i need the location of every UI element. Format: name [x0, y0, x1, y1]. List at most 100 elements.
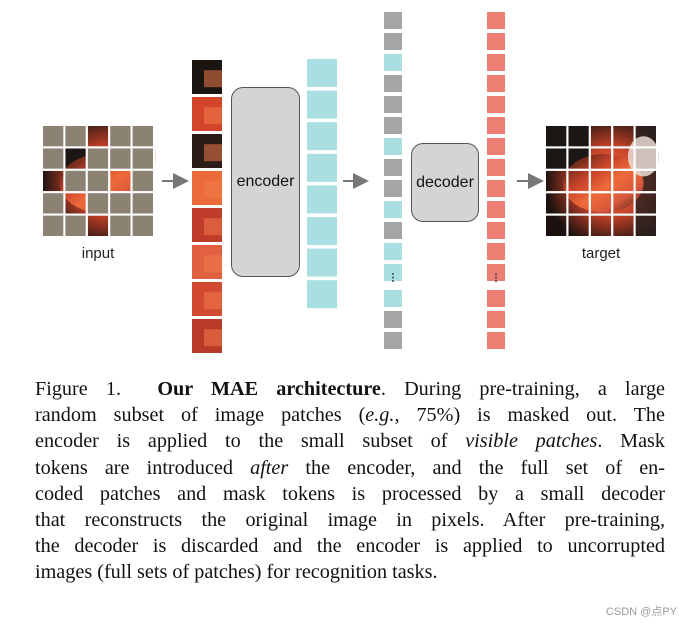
caption-line-2: random subset of image patches (e.g., 75… [35, 404, 665, 427]
encoded-token [384, 264, 402, 281]
caption-line-7: the decoder is discarded and the encoder… [35, 535, 665, 558]
decoder-token [487, 96, 505, 113]
masked-patch [131, 169, 154, 193]
mae-architecture-figure: encoder decoder input target [41, 12, 660, 353]
masked-patch [42, 147, 65, 170]
masked-patch [131, 214, 154, 237]
input-label: input [81, 245, 115, 262]
masked-patch [64, 125, 87, 148]
mask-token [384, 180, 402, 197]
encoded-token [384, 243, 402, 260]
decoder-token [487, 159, 505, 176]
encoded-token [307, 153, 337, 182]
ellipsis-dot [392, 276, 394, 279]
encoded-token [307, 59, 337, 87]
input-image-grid [41, 124, 157, 239]
mask-token [384, 117, 402, 134]
ellipsis-dot [495, 273, 497, 275]
encoded-token [307, 185, 337, 214]
decoder-token [487, 12, 505, 29]
encoded-token [384, 54, 402, 71]
mask-token [384, 12, 402, 29]
masked-patch [86, 147, 110, 170]
figure-caption: Figure 1. Our MAE architecture. During p… [35, 376, 665, 586]
mask-token [384, 75, 402, 92]
masked-patch [109, 147, 132, 170]
decoder-token [487, 33, 505, 50]
target-label: target [581, 245, 621, 262]
patch-detail [204, 107, 222, 125]
encoded-token [384, 138, 402, 155]
decoder-token [487, 222, 505, 239]
mask-token [384, 222, 402, 239]
caption-line-3: encoder is applied to the small subset o… [35, 430, 666, 453]
decoder-output-column [487, 12, 505, 349]
full-token-column [384, 12, 402, 349]
caption-figure-number: Figure 1. [35, 378, 121, 400]
caption-line-4: tokens are introduced after the encoder,… [35, 456, 666, 479]
ellipsis-dot [392, 273, 394, 275]
encoded-tokens-column [307, 59, 337, 309]
masked-patch [42, 192, 65, 215]
patch-detail [204, 292, 222, 310]
patch-detail [204, 329, 222, 347]
encoded-token [307, 280, 337, 309]
patch-detail [204, 181, 222, 199]
ellipsis-dot [392, 280, 394, 282]
encoded-token [384, 290, 402, 307]
target-image-grid [544, 124, 660, 239]
mask-token [384, 33, 402, 50]
decoder-token [487, 138, 505, 155]
decoder-token [487, 290, 505, 307]
patch-detail [204, 144, 222, 162]
encoded-token [307, 217, 337, 245]
encoded-token [307, 122, 337, 151]
mask-token [384, 311, 402, 328]
masked-patch [86, 192, 110, 215]
encoded-token [384, 201, 402, 218]
masked-patch [131, 192, 154, 215]
mask-token [384, 96, 402, 113]
encoder-label: encoder [236, 173, 295, 190]
masked-patch [86, 169, 110, 193]
decoder-token [487, 54, 505, 71]
decoder-token [487, 201, 505, 218]
decoder-token [487, 75, 505, 92]
masked-patch [109, 214, 132, 237]
masked-patch [109, 125, 132, 148]
masked-patch [64, 214, 87, 237]
masked-patch [131, 125, 154, 148]
patch-detail [204, 218, 222, 236]
patch-detail [204, 70, 222, 88]
masked-patch [109, 192, 132, 215]
feather-shape [627, 136, 660, 177]
decoder-box: decoder [411, 143, 479, 222]
encoder-box: encoder [231, 87, 300, 277]
decoder-token [487, 332, 505, 349]
mask-token [384, 332, 402, 349]
decoder-token [487, 311, 505, 328]
architecture-diagram [41, 12, 660, 353]
caption-line-5: coded patches and mask tokens is process… [35, 482, 665, 505]
visible-patches-strip [192, 60, 222, 353]
caption-line-6: that reconstructs the original image in … [35, 508, 665, 531]
decoder-token [487, 117, 505, 134]
caption-bold-title: Our MAE architecture [157, 378, 381, 400]
decoder-token [487, 243, 505, 260]
patch-cell [633, 213, 658, 239]
masked-patch [42, 214, 65, 237]
decoder-label: decoder [416, 173, 474, 191]
patch-detail [204, 255, 222, 273]
ellipsis-dot [495, 276, 497, 279]
encoded-token [307, 90, 337, 119]
watermark: CSDN @点PY [605, 606, 677, 618]
decoder-token [487, 264, 505, 281]
masked-patch [131, 147, 154, 170]
decoder-token [487, 180, 505, 197]
flamingo-shape [562, 154, 644, 213]
ellipsis-dots [392, 273, 497, 282]
mask-token [384, 159, 402, 176]
caption-line-8: images (full sets of patches) for recogn… [35, 561, 438, 584]
masked-patch [42, 125, 65, 148]
masked-patch [64, 169, 87, 193]
